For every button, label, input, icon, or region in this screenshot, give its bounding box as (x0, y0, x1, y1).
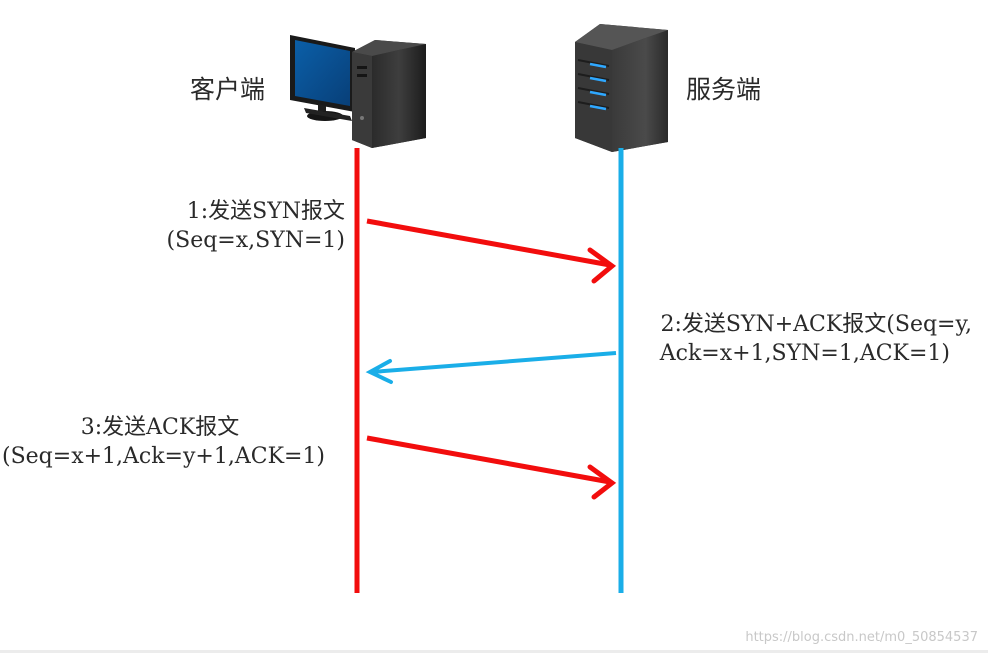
server-tower-icon (575, 24, 668, 152)
ack-arrow (366, 435, 617, 500)
syn-message-params: (Seq=x,SYN=1) (166, 228, 345, 253)
ack-message-label: 3:发送ACK报文 (Seq=x+1,Ack=y+1,ACK=1) (2, 413, 326, 471)
bottom-divider (0, 650, 988, 653)
watermark-text: https://blog.csdn.net/m0_50854537 (745, 630, 978, 645)
syn-message-title: 1:发送SYN报文 (186, 199, 345, 224)
syn-ack-message-label: 2:发送SYN+ACK报文(Seq=y, Ack=x+1,SYN=1,ACK=1… (660, 310, 972, 368)
syn-arrow (366, 218, 617, 284)
syn-message-label: 1:发送SYN报文 (Seq=x,SYN=1) (167, 197, 345, 255)
ack-message-title: 3:发送ACK报文 (80, 415, 240, 440)
server-label: 服务端 (686, 75, 762, 104)
syn-ack-message-params: Ack=x+1,SYN=1,ACK=1) (659, 341, 950, 366)
syn-ack-arrow (365, 351, 617, 384)
syn-ack-message-title: 2:发送SYN+ACK报文(Seq=y, (660, 312, 972, 337)
client-label: 客户端 (190, 75, 266, 104)
desktop-computer-icon (290, 35, 426, 148)
ack-message-params: (Seq=x+1,Ack=y+1,ACK=1) (2, 444, 326, 469)
